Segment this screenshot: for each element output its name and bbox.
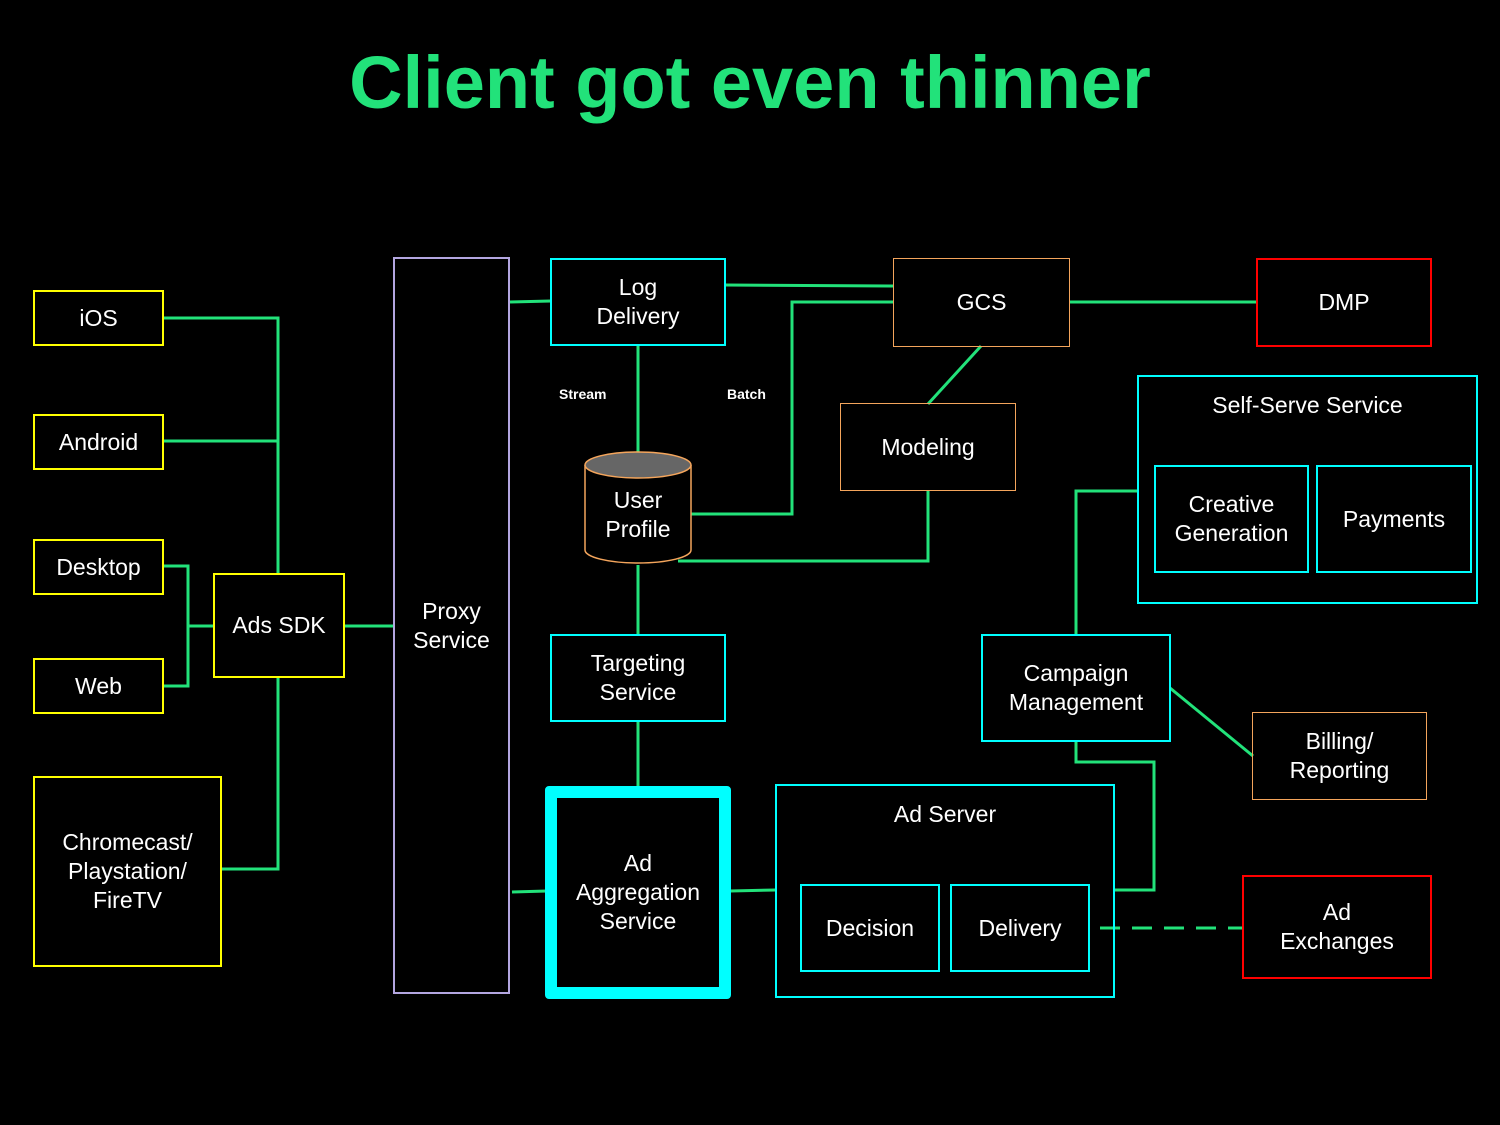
connector-modeling-userprofile xyxy=(678,491,930,563)
client-web: Web xyxy=(33,658,164,714)
client-android: Android xyxy=(33,414,164,470)
ad-aggregation-service: Ad Aggregation Service xyxy=(545,786,731,999)
connector-proxy-log xyxy=(509,299,552,304)
user-profile-cylinder xyxy=(584,451,692,564)
self-serve-service-label: Self-Serve Service xyxy=(1212,392,1403,418)
log-delivery: Log Delivery xyxy=(550,258,726,346)
ad-server-label: Ad Server xyxy=(893,801,997,827)
connector-gcs-modeling xyxy=(926,344,983,406)
self-serve-service: Self-Serve Service xyxy=(1137,375,1478,604)
stream-label: Stream xyxy=(559,386,607,402)
delivery: Delivery xyxy=(950,884,1090,972)
decision: Decision xyxy=(800,884,940,972)
dmp: DMP xyxy=(1256,258,1432,347)
modeling: Modeling xyxy=(840,403,1016,491)
connector-proxy-aggregation xyxy=(511,889,548,894)
gcs: GCS xyxy=(893,258,1070,347)
slide-title: Client got even thinner xyxy=(349,41,1151,124)
connector-gcs-userprofile-batch xyxy=(691,300,894,516)
connector-ios-sdk xyxy=(163,316,280,574)
user-profile-label: User Profile xyxy=(605,487,671,542)
connector-chromecast-sdk xyxy=(220,677,280,871)
connector-aggregation-adserver xyxy=(729,888,777,893)
connector-selfserve-campaign xyxy=(1074,489,1138,635)
connector-campaign-billing xyxy=(1169,686,1254,758)
client-chromecast-playstation-firetv: Chromecast/ Playstation/ FireTV xyxy=(33,776,222,967)
ads-sdk: Ads SDK xyxy=(213,573,345,678)
proxy-service: Proxy Service xyxy=(393,257,510,994)
creative-generation: Creative Generation xyxy=(1154,465,1309,573)
batch-label: Batch xyxy=(727,386,766,402)
connector-campaign-adserver xyxy=(1074,741,1156,892)
campaign-management: Campaign Management xyxy=(981,634,1171,742)
connector-log-gcs xyxy=(724,283,895,288)
payments: Payments xyxy=(1316,465,1472,573)
client-ios: iOS xyxy=(33,290,164,346)
ad-server: Ad Server xyxy=(775,784,1115,998)
targeting-service: Targeting Service xyxy=(550,634,726,722)
ad-exchanges: Ad Exchanges xyxy=(1242,875,1432,979)
billing-reporting: Billing/ Reporting xyxy=(1252,712,1427,800)
client-desktop: Desktop xyxy=(33,539,164,595)
connector-desktop-sdk xyxy=(163,564,190,688)
